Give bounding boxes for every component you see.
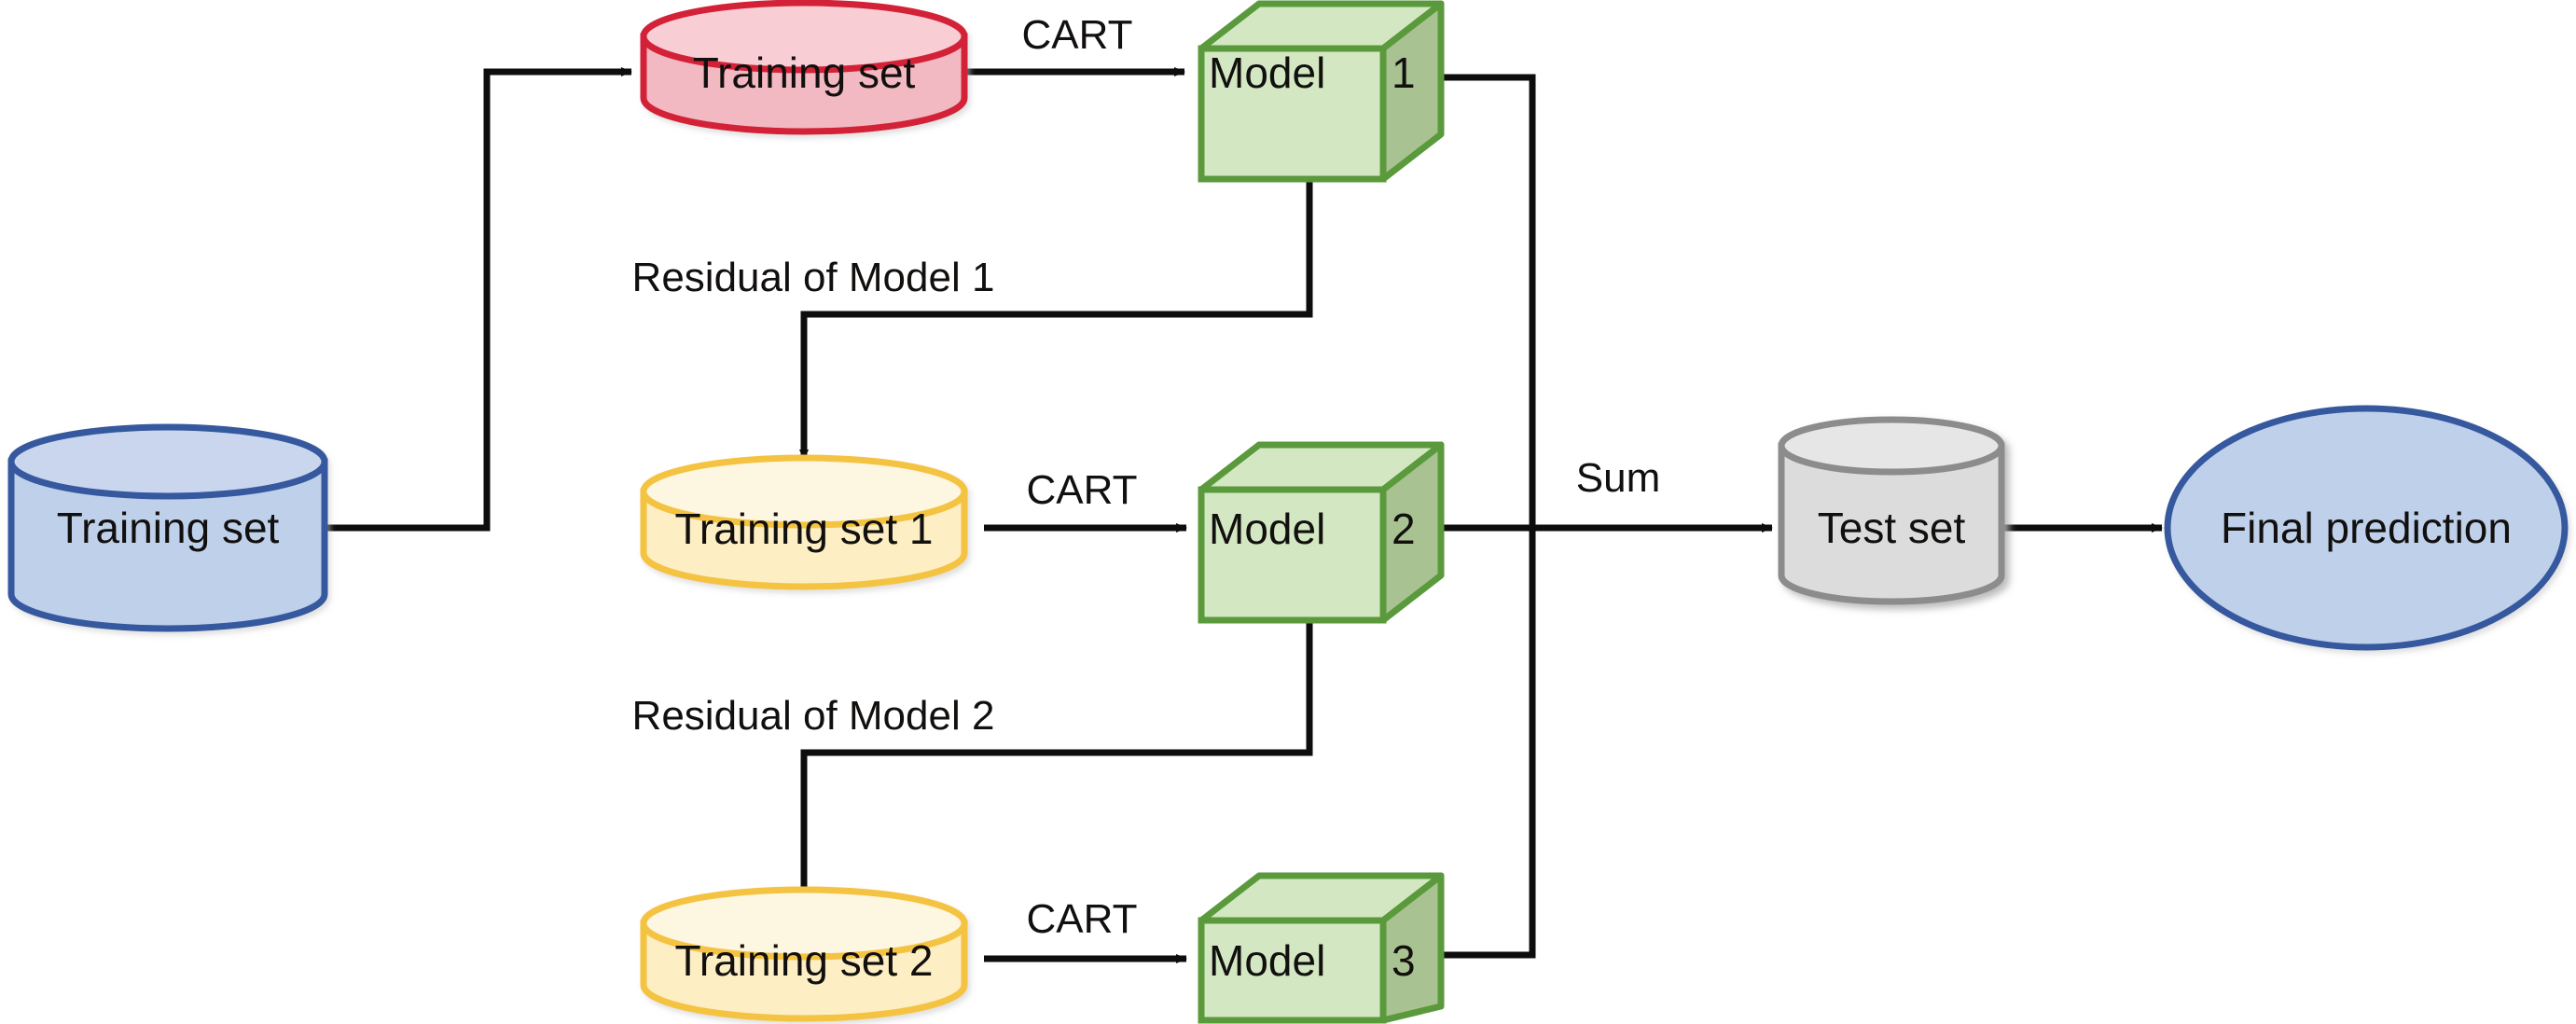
model-1-front-label: Model: [1209, 48, 1325, 97]
cylinder-body: [1778, 442, 2005, 605]
training-set-2-label: Training set 2: [675, 936, 934, 985]
model-1-side-label: 1: [1392, 48, 1416, 97]
cube-front-face: [1198, 917, 1387, 1024]
training-set-source-label: Training set: [57, 504, 280, 552]
edge-residual-2: [799, 623, 1313, 898]
cube-front-face: [1198, 45, 1387, 183]
cylinder-top: [1778, 416, 2005, 476]
edge-model-3-to-sum-bus: [1444, 528, 1536, 959]
model-3-front-label: Model: [1209, 936, 1325, 985]
cube-front-face: [1198, 486, 1387, 624]
node-training-set[interactable]: [640, 0, 968, 135]
node-training-set-1[interactable]: [640, 454, 968, 590]
model-2-side-label: 2: [1392, 505, 1416, 553]
edge-source-to-training-set: [326, 67, 632, 532]
training-set-label: Training set: [693, 48, 916, 97]
cylinder-body: [7, 458, 328, 632]
node-model-2[interactable]: [1198, 441, 1445, 624]
model-3-side-label: 3: [1392, 936, 1416, 985]
edges-layer: [326, 67, 2163, 963]
node-test-set[interactable]: [1778, 416, 2005, 605]
edge-label-residual-2: Residual of Model 2: [632, 693, 995, 739]
model-2-front-label: Model: [1209, 505, 1325, 553]
edge-label-cart-1: CART: [1022, 12, 1133, 58]
final-prediction-label: Final prediction: [2221, 504, 2512, 552]
training-set-1-label: Training set 1: [675, 505, 934, 553]
edge-model-1-to-sum-bus: [1444, 74, 1536, 528]
test-set-label: Test set: [1818, 504, 1966, 552]
node-model-1[interactable]: [1198, 0, 1445, 183]
node-model-3[interactable]: [1198, 872, 1445, 1024]
edge-label-sum: Sum: [1576, 455, 1660, 501]
ellipse-shape: [2164, 405, 2569, 651]
edge-label-residual-1: Residual of Model 1: [632, 255, 995, 300]
node-training-set-source[interactable]: [7, 423, 328, 632]
cylinder-top: [640, 0, 968, 74]
node-final-prediction[interactable]: [2164, 405, 2569, 651]
edge-residual-1: [799, 182, 1313, 461]
cylinder-top: [7, 423, 328, 500]
edge-label-cart-2: CART: [1027, 467, 1138, 513]
node-training-set-2[interactable]: [640, 886, 968, 1022]
cylinder-top: [640, 886, 968, 961]
cylinder-top: [640, 454, 968, 529]
edge-label-cart-3: CART: [1027, 896, 1138, 942]
